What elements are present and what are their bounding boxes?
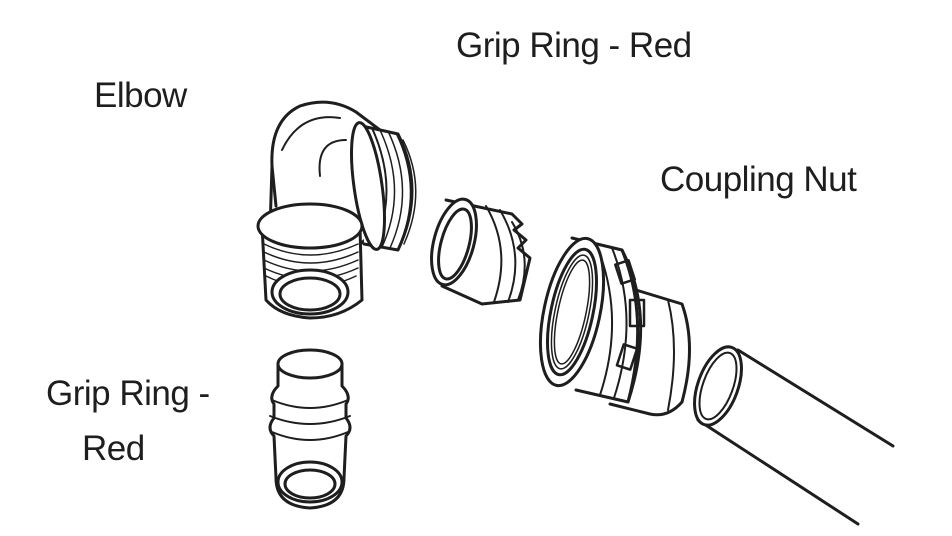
elbow — [258, 102, 416, 318]
pipe — [685, 341, 893, 524]
grip-ring-bottom-label-line2: Red — [82, 429, 145, 468]
coupling-nut-label: Coupling Nut — [660, 160, 857, 199]
grip-ring-bottom-label-line1: Grip Ring - — [46, 374, 210, 413]
grip-ring-bottom — [270, 350, 350, 508]
elbow-label: Elbow — [94, 76, 187, 115]
grip-ring-top-label: Grip Ring - Red — [456, 26, 692, 65]
coupling-nut — [529, 233, 689, 415]
grip-ring-top — [423, 194, 530, 304]
